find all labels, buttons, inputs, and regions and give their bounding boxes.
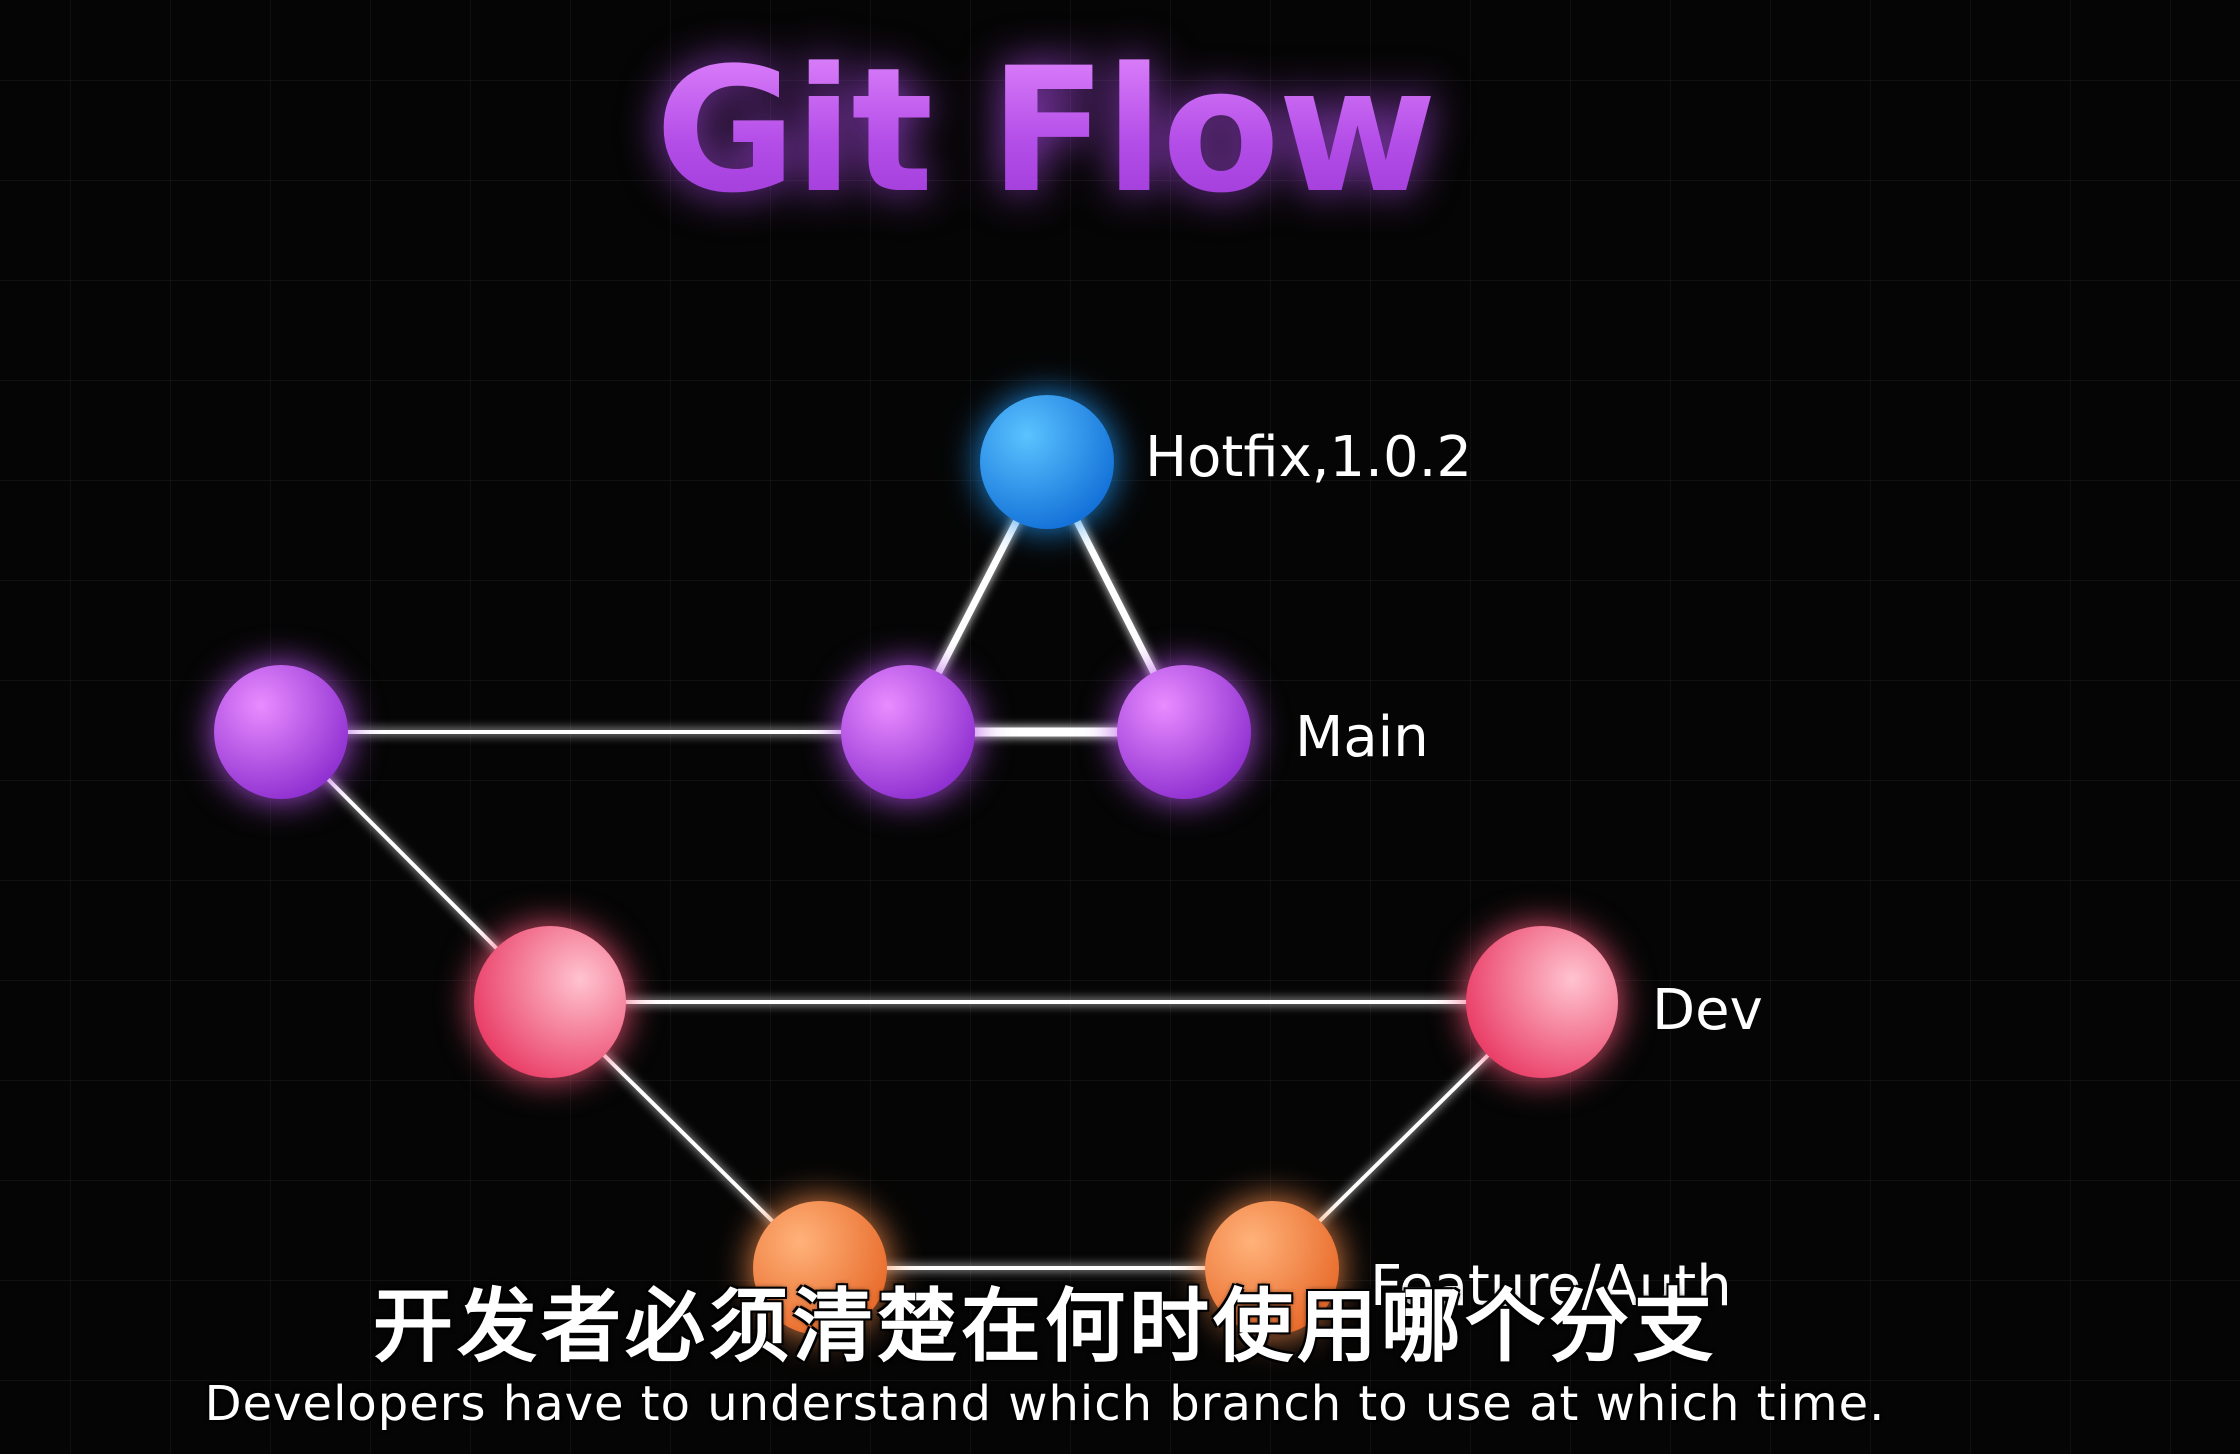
subtitle-chinese: 开发者必须清楚在何时使用哪个分支 xyxy=(373,1280,1717,1373)
commit-node-hotfix xyxy=(980,395,1114,529)
commit-node-dev-1 xyxy=(474,926,626,1078)
commit-node-main-2 xyxy=(841,665,975,799)
main-branch-label: Main xyxy=(1295,705,1429,770)
diagram-nodes xyxy=(214,395,1618,1335)
commit-node-main-3 xyxy=(1117,665,1251,799)
commit-node-feature-1 xyxy=(753,1201,887,1335)
commit-node-feature-2 xyxy=(1205,1201,1339,1335)
commit-node-dev-2 xyxy=(1466,926,1618,1078)
commit-node-main-1 xyxy=(214,665,348,799)
hotfix-branch-label: Hotfix,1.0.2 xyxy=(1145,425,1472,490)
feature-branch-label: Feature/Auth xyxy=(1370,1254,1732,1319)
diagram-edges xyxy=(279,458,1544,1270)
dev-branch-label: Dev xyxy=(1652,978,1763,1043)
page-title: Git Flow xyxy=(0,30,2090,231)
subtitle-english: Developers have to understand which bran… xyxy=(204,1376,1886,1432)
